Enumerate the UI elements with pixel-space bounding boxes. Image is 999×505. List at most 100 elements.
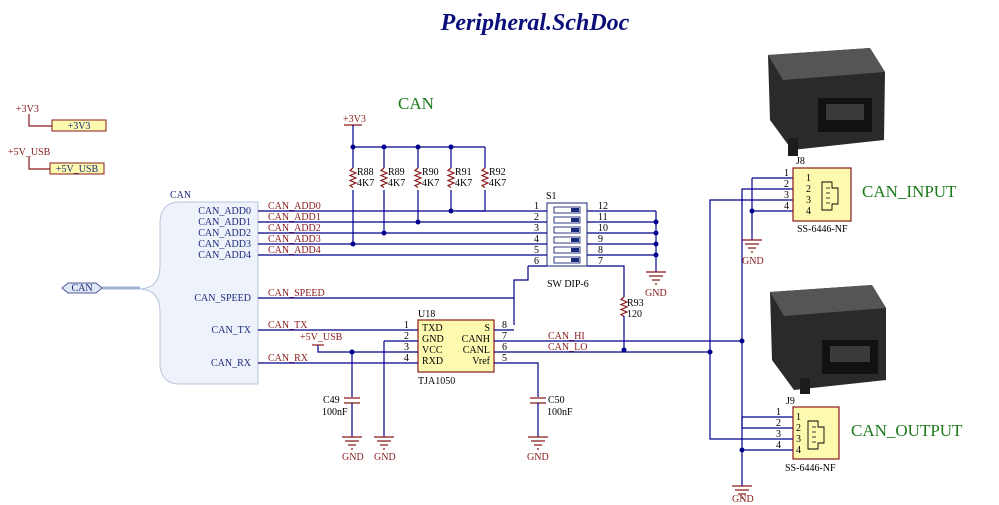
r93-ref: R93 — [627, 298, 644, 309]
can-bus-wiring — [709, 177, 793, 486]
connector-j9[interactable]: J9 1 2 3 4 1 2 3 4 SS-6446-NF CAN_OUTPUT — [776, 396, 963, 474]
svg-text:3: 3 — [784, 190, 789, 201]
net-add1: CAN_ADD1 — [268, 212, 321, 223]
svg-text:4: 4 — [404, 353, 409, 364]
svg-text:9: 9 — [598, 234, 603, 245]
harness-entry-add1: CAN_ADD1 — [198, 217, 251, 228]
svg-text:SS-6446-NF: SS-6446-NF — [797, 224, 848, 235]
net-add3: CAN_ADD3 — [268, 234, 321, 245]
r91-ref: R91 — [455, 167, 472, 178]
can-harness[interactable]: CAN CAN CAN_ADD0 CAN_ADD1 CAN_ADD2 CAN_A… — [61, 190, 259, 385]
gnd-symbol-c50: GND — [527, 436, 549, 463]
svg-text:100nF: 100nF — [547, 407, 573, 418]
svg-text:GND: GND — [527, 452, 549, 463]
r88-ref: R88 — [357, 167, 374, 178]
harness-entry-add3: CAN_ADD3 — [198, 239, 251, 250]
s1-part: SW DIP-6 — [547, 279, 589, 290]
gnd-symbol-j9: GND — [732, 485, 754, 505]
svg-text:2: 2 — [806, 184, 811, 195]
u18-wiring: CAN_TX CAN_RX +5V_USB CAN_HI CAN_LO — [258, 320, 745, 437]
rj-jack-image-j8 — [768, 48, 885, 156]
svg-text:1: 1 — [776, 407, 781, 418]
svg-text:J8: J8 — [796, 156, 805, 167]
power-port-3v3[interactable]: +3V3 +3V3 — [16, 104, 107, 132]
can-input-label: CAN_INPUT — [862, 182, 957, 201]
speed-net: CAN_SPEED — [258, 266, 529, 325]
rj-jack-image-j9 — [770, 285, 886, 394]
svg-text:4: 4 — [534, 234, 539, 245]
svg-text:3: 3 — [404, 342, 409, 353]
gnd-symbol-c49: GND — [342, 436, 364, 463]
r92-ref: R92 — [489, 167, 506, 178]
harness-name: CAN — [170, 190, 191, 201]
svg-text:4: 4 — [796, 445, 801, 456]
can-group-label: CAN — [398, 94, 434, 113]
svg-text:TXD: TXD — [422, 323, 443, 334]
svg-text:2: 2 — [796, 423, 801, 434]
capacitor-c49: C49 100nF — [322, 395, 360, 437]
svg-text:5: 5 — [502, 353, 507, 364]
svg-text:VCC: VCC — [422, 345, 443, 356]
svg-text:4: 4 — [806, 206, 811, 217]
svg-text:GND: GND — [645, 288, 667, 299]
svg-text:7: 7 — [502, 331, 507, 342]
svg-text:3: 3 — [806, 195, 811, 206]
harness-entry-add0: CAN_ADD0 — [198, 206, 251, 217]
svg-text:GND: GND — [374, 452, 396, 463]
can-transceiver-u18[interactable]: U18 TXD GND VCC RXD S CANH CANL Vref TJA… — [404, 309, 507, 387]
harness-entry-speed: CAN_SPEED — [194, 293, 251, 304]
power-3v3-port: +3V3 — [68, 121, 91, 132]
gnd-symbol-j8: GND — [742, 239, 764, 267]
svg-text:Vref: Vref — [472, 356, 490, 367]
u18-part: TJA1050 — [418, 376, 455, 387]
svg-text:10: 10 — [598, 223, 608, 234]
connector-j8[interactable]: J8 1 2 3 4 1 2 3 4 SS-6446-NF CAN_INPUT — [784, 156, 957, 235]
svg-text:S: S — [484, 323, 490, 334]
svg-text:C50: C50 — [548, 395, 565, 406]
svg-text:2: 2 — [784, 179, 789, 190]
svg-text:1: 1 — [404, 320, 409, 331]
power-5v-net: +5V_USB — [8, 147, 51, 158]
svg-text:C49: C49 — [323, 395, 340, 406]
r91-value: 4K7 — [455, 178, 472, 189]
power-port-5v-usb[interactable]: +5V_USB +5V_USB — [8, 147, 105, 175]
svg-text:1: 1 — [534, 201, 539, 212]
svg-text:SS-6446-NF: SS-6446-NF — [785, 463, 836, 474]
net-add0: CAN_ADD0 — [268, 201, 321, 212]
r89-ref: R89 — [388, 167, 405, 178]
svg-text:6: 6 — [502, 342, 507, 353]
gnd-symbol-switch: GND — [645, 271, 667, 299]
harness-entry-tx: CAN_TX — [212, 325, 252, 336]
svg-text:GND: GND — [732, 494, 754, 505]
can-output-label: CAN_OUTPUT — [851, 421, 963, 440]
u18-ref: U18 — [418, 309, 435, 320]
svg-text:4: 4 — [776, 440, 781, 451]
svg-text:CAN_SPEED: CAN_SPEED — [268, 288, 325, 299]
svg-text:GND: GND — [342, 452, 364, 463]
svg-text:3: 3 — [796, 434, 801, 445]
net-add2: CAN_ADD2 — [268, 223, 321, 234]
r89-value: 4K7 — [388, 178, 405, 189]
svg-text:2: 2 — [404, 331, 409, 342]
address-nets: CAN_ADD0 CAN_ADD1 CAN_ADD2 CAN_ADD3 CAN_… — [258, 201, 528, 256]
svg-text:CAN_RX: CAN_RX — [268, 353, 309, 364]
svg-text:12: 12 — [598, 201, 608, 212]
svg-text:8: 8 — [502, 320, 507, 331]
svg-text:6: 6 — [534, 256, 539, 267]
r90-ref: R90 — [422, 167, 439, 178]
r90-value: 4K7 — [422, 178, 439, 189]
power-5v-port: +5V_USB — [56, 164, 99, 175]
svg-text:CANH: CANH — [462, 334, 490, 345]
pullup-resistors: +3V3 R88 4K7 R89 4K7 R90 4K7 R91 4K7 R92… — [343, 114, 506, 247]
s1-ref: S1 — [546, 191, 557, 202]
harness-entry-add4: CAN_ADD4 — [198, 250, 251, 261]
dip-switch-s1[interactable]: S1 SW DIP-6 1 2 3 4 5 6 — [528, 191, 659, 290]
svg-text:1: 1 — [796, 412, 801, 423]
svg-text:J9: J9 — [786, 396, 795, 407]
svg-text:1: 1 — [806, 173, 811, 184]
svg-text:8: 8 — [598, 245, 603, 256]
sheet-title: Peripheral.SchDoc — [440, 10, 630, 36]
svg-text:CAN_HI: CAN_HI — [548, 331, 585, 342]
gnd-symbol-u18: GND — [374, 436, 396, 463]
